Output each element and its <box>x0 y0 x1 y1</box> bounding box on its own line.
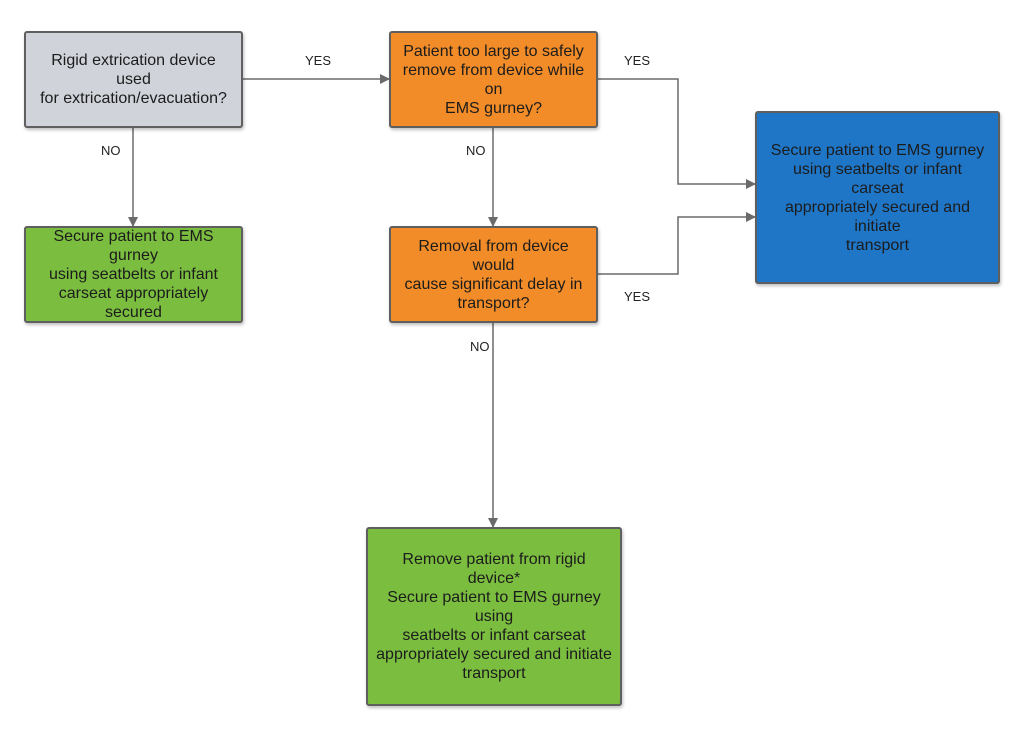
delay-yes-label: YES <box>624 289 651 304</box>
connector-large-yes <box>598 78 756 189</box>
removal-delay-question-box: Removal from device would cause signific… <box>389 226 598 323</box>
large-no-label: NO <box>466 143 486 158</box>
patient-too-large-question-box: Patient too large to safely remove from … <box>389 31 598 128</box>
large-yes-label: YES <box>624 53 651 68</box>
secure-and-transport-outcome-box: Secure patient to EMS gurney using seatb… <box>755 111 1000 284</box>
rigid-device-question-box: Rigid extrication device used for extric… <box>24 31 243 128</box>
secure-no-device-outcome-box: Secure patient to EMS gurney using seatb… <box>24 226 243 323</box>
delay-no-label: NO <box>470 339 490 354</box>
rigid-yes-label: YES <box>305 53 332 68</box>
connector-delay-yes <box>598 212 756 275</box>
rigid-no-label: NO <box>101 143 121 158</box>
remove-and-secure-outcome-box: Remove patient from rigid device* Secure… <box>366 527 622 706</box>
